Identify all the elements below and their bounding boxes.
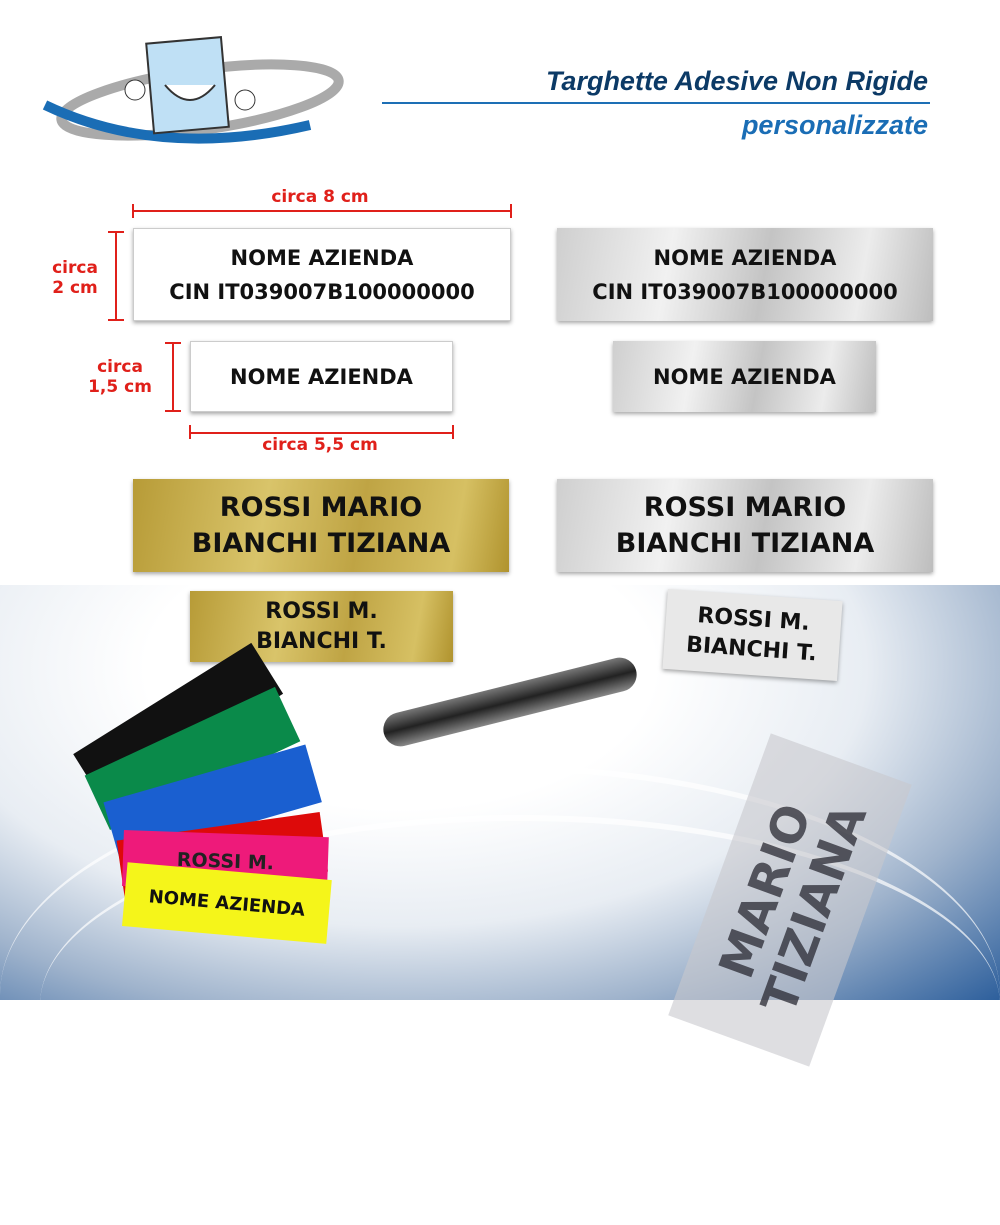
label-text: NOME AZIENDA (147, 885, 306, 921)
label-text: CIN IT039007B100000000 (592, 279, 898, 304)
label-text: ROSSI M. (265, 598, 378, 624)
label-text: BIANCHI TIZIANA (191, 527, 451, 559)
dimension-cap (132, 204, 134, 218)
label-text: NOME AZIENDA (230, 364, 413, 389)
dimension-cap (108, 231, 124, 233)
gold-label-small: ROSSI M. BIANCHI T. (190, 591, 453, 662)
swoosh-line (40, 815, 1000, 1195)
label-text: NOME AZIENDA (653, 245, 837, 270)
label-text: NOME AZIENDA (230, 245, 414, 270)
label-text: BIANCHI T. (256, 628, 387, 654)
page-subtitle: personalizzate (741, 110, 928, 140)
logo (40, 30, 350, 150)
pen-photo (379, 654, 641, 750)
label-text: NOME AZIENDA (653, 364, 836, 389)
white-label-large: NOME AZIENDA CIN IT039007B100000000 (133, 228, 511, 321)
dimension-cap (165, 342, 181, 344)
height-large-label-line2: 2 cm (52, 278, 98, 298)
height-small-label-line2: 1,5 cm (88, 377, 152, 397)
dimension-cap (165, 410, 181, 412)
dimension-cap (189, 425, 191, 439)
dimension-cap (452, 425, 454, 439)
page-title: Targhette Adesive Non Rigide (545, 66, 928, 96)
width-large-label: circa 8 cm (271, 187, 369, 207)
swoosh-line (0, 765, 1000, 1225)
width-small-line (190, 432, 453, 434)
photo-label: ROSSI M.BIANCHI T. (662, 588, 843, 682)
dimension-cap (510, 204, 512, 218)
width-large-line (133, 210, 511, 212)
label-text: CIN IT039007B100000000 (169, 279, 475, 304)
gold-label-large: ROSSI MARIO BIANCHI TIZIANA (133, 479, 509, 572)
silver-label-large: NOME AZIENDA CIN IT039007B100000000 (557, 228, 933, 321)
height-small-line (172, 343, 174, 411)
silver-label-names: ROSSI MARIO BIANCHI TIZIANA (557, 479, 933, 572)
width-small-label: circa 5,5 cm (262, 435, 378, 455)
title-divider (382, 102, 930, 104)
white-label-small: NOME AZIENDA (190, 341, 453, 412)
silver-label-small: NOME AZIENDA (613, 341, 876, 412)
dimension-cap (108, 319, 124, 321)
height-large-label-line1: circa (52, 258, 98, 278)
label-text: ROSSI MARIO (643, 491, 847, 523)
height-small-label-line1: circa (97, 357, 143, 377)
label-text: ROSSI MARIO (219, 491, 423, 523)
label-text: BIANCHI TIZIANA (615, 527, 875, 559)
height-large-line (115, 232, 117, 320)
